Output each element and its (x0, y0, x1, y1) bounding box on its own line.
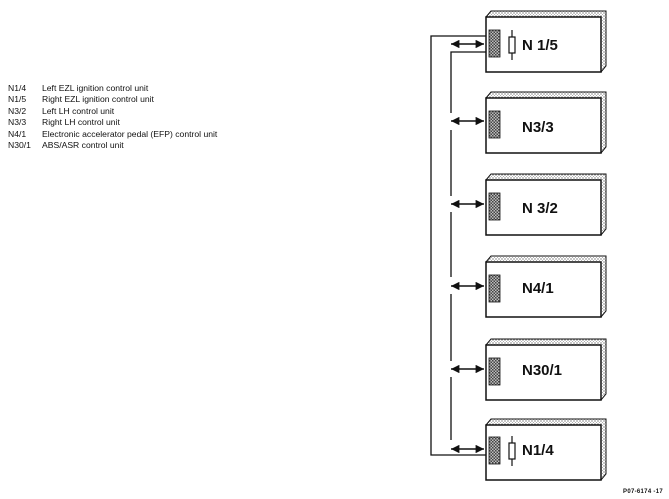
legend-code: N30/1 (8, 140, 31, 151)
legend-row: N1/4 Left EZL ignition control unit (8, 83, 217, 94)
legend-code: N4/1 (8, 128, 27, 139)
module-n1-4: N1/4 (485, 418, 607, 481)
legend-description: Left EZL ignition control unit (42, 83, 149, 93)
legend-code: N1/5 (8, 94, 27, 105)
module-label: N1/4 (522, 442, 554, 459)
legend-description: ABS/ASR control unit (42, 140, 124, 151)
module-n3-3: N3/3 (485, 91, 607, 154)
module-label: N 1/5 (522, 37, 558, 54)
module-label: N3/3 (522, 119, 554, 136)
resistor-icon (508, 30, 516, 60)
module-label: N30/1 (522, 362, 562, 379)
legend-row: N3/3 Right LH control unit (8, 117, 217, 128)
legend-code: N1/4 (8, 83, 27, 93)
legend-row: N1/5 Right EZL ignition control unit (8, 94, 217, 105)
legend-row: N4/1 Electronic accelerator pedal (EFP) … (8, 129, 217, 140)
module-label: N4/1 (522, 280, 554, 297)
module-label: N 3/2 (522, 200, 558, 217)
figure-reference: P07-6174 -17 (623, 489, 663, 495)
legend-code: N3/3 (8, 117, 27, 128)
bus-wires (430, 35, 486, 456)
signal-arrows (451, 39, 484, 454)
module-n1-5: N 1/5 (485, 10, 607, 73)
module-n4-1: N4/1 (485, 255, 607, 318)
legend-row: N30/1 ABS/ASR control unit (8, 140, 217, 151)
legend-code: N3/2 (8, 105, 27, 116)
module-n30-1: N30/1 (485, 338, 607, 401)
legend: N1/4 Left EZL ignition control unit N1/5… (8, 83, 217, 151)
legend-row: N3/2 Left LH control unit (8, 106, 217, 117)
legend-description: Right EZL ignition control unit (42, 94, 154, 105)
resistor-icon (508, 436, 516, 466)
module-n3-2: N 3/2 (485, 173, 607, 236)
legend-description: Left LH control unit (42, 105, 115, 116)
legend-description: Electronic accelerator pedal (EFP) contr… (42, 128, 218, 139)
legend-description: Right LH control unit (42, 117, 120, 128)
